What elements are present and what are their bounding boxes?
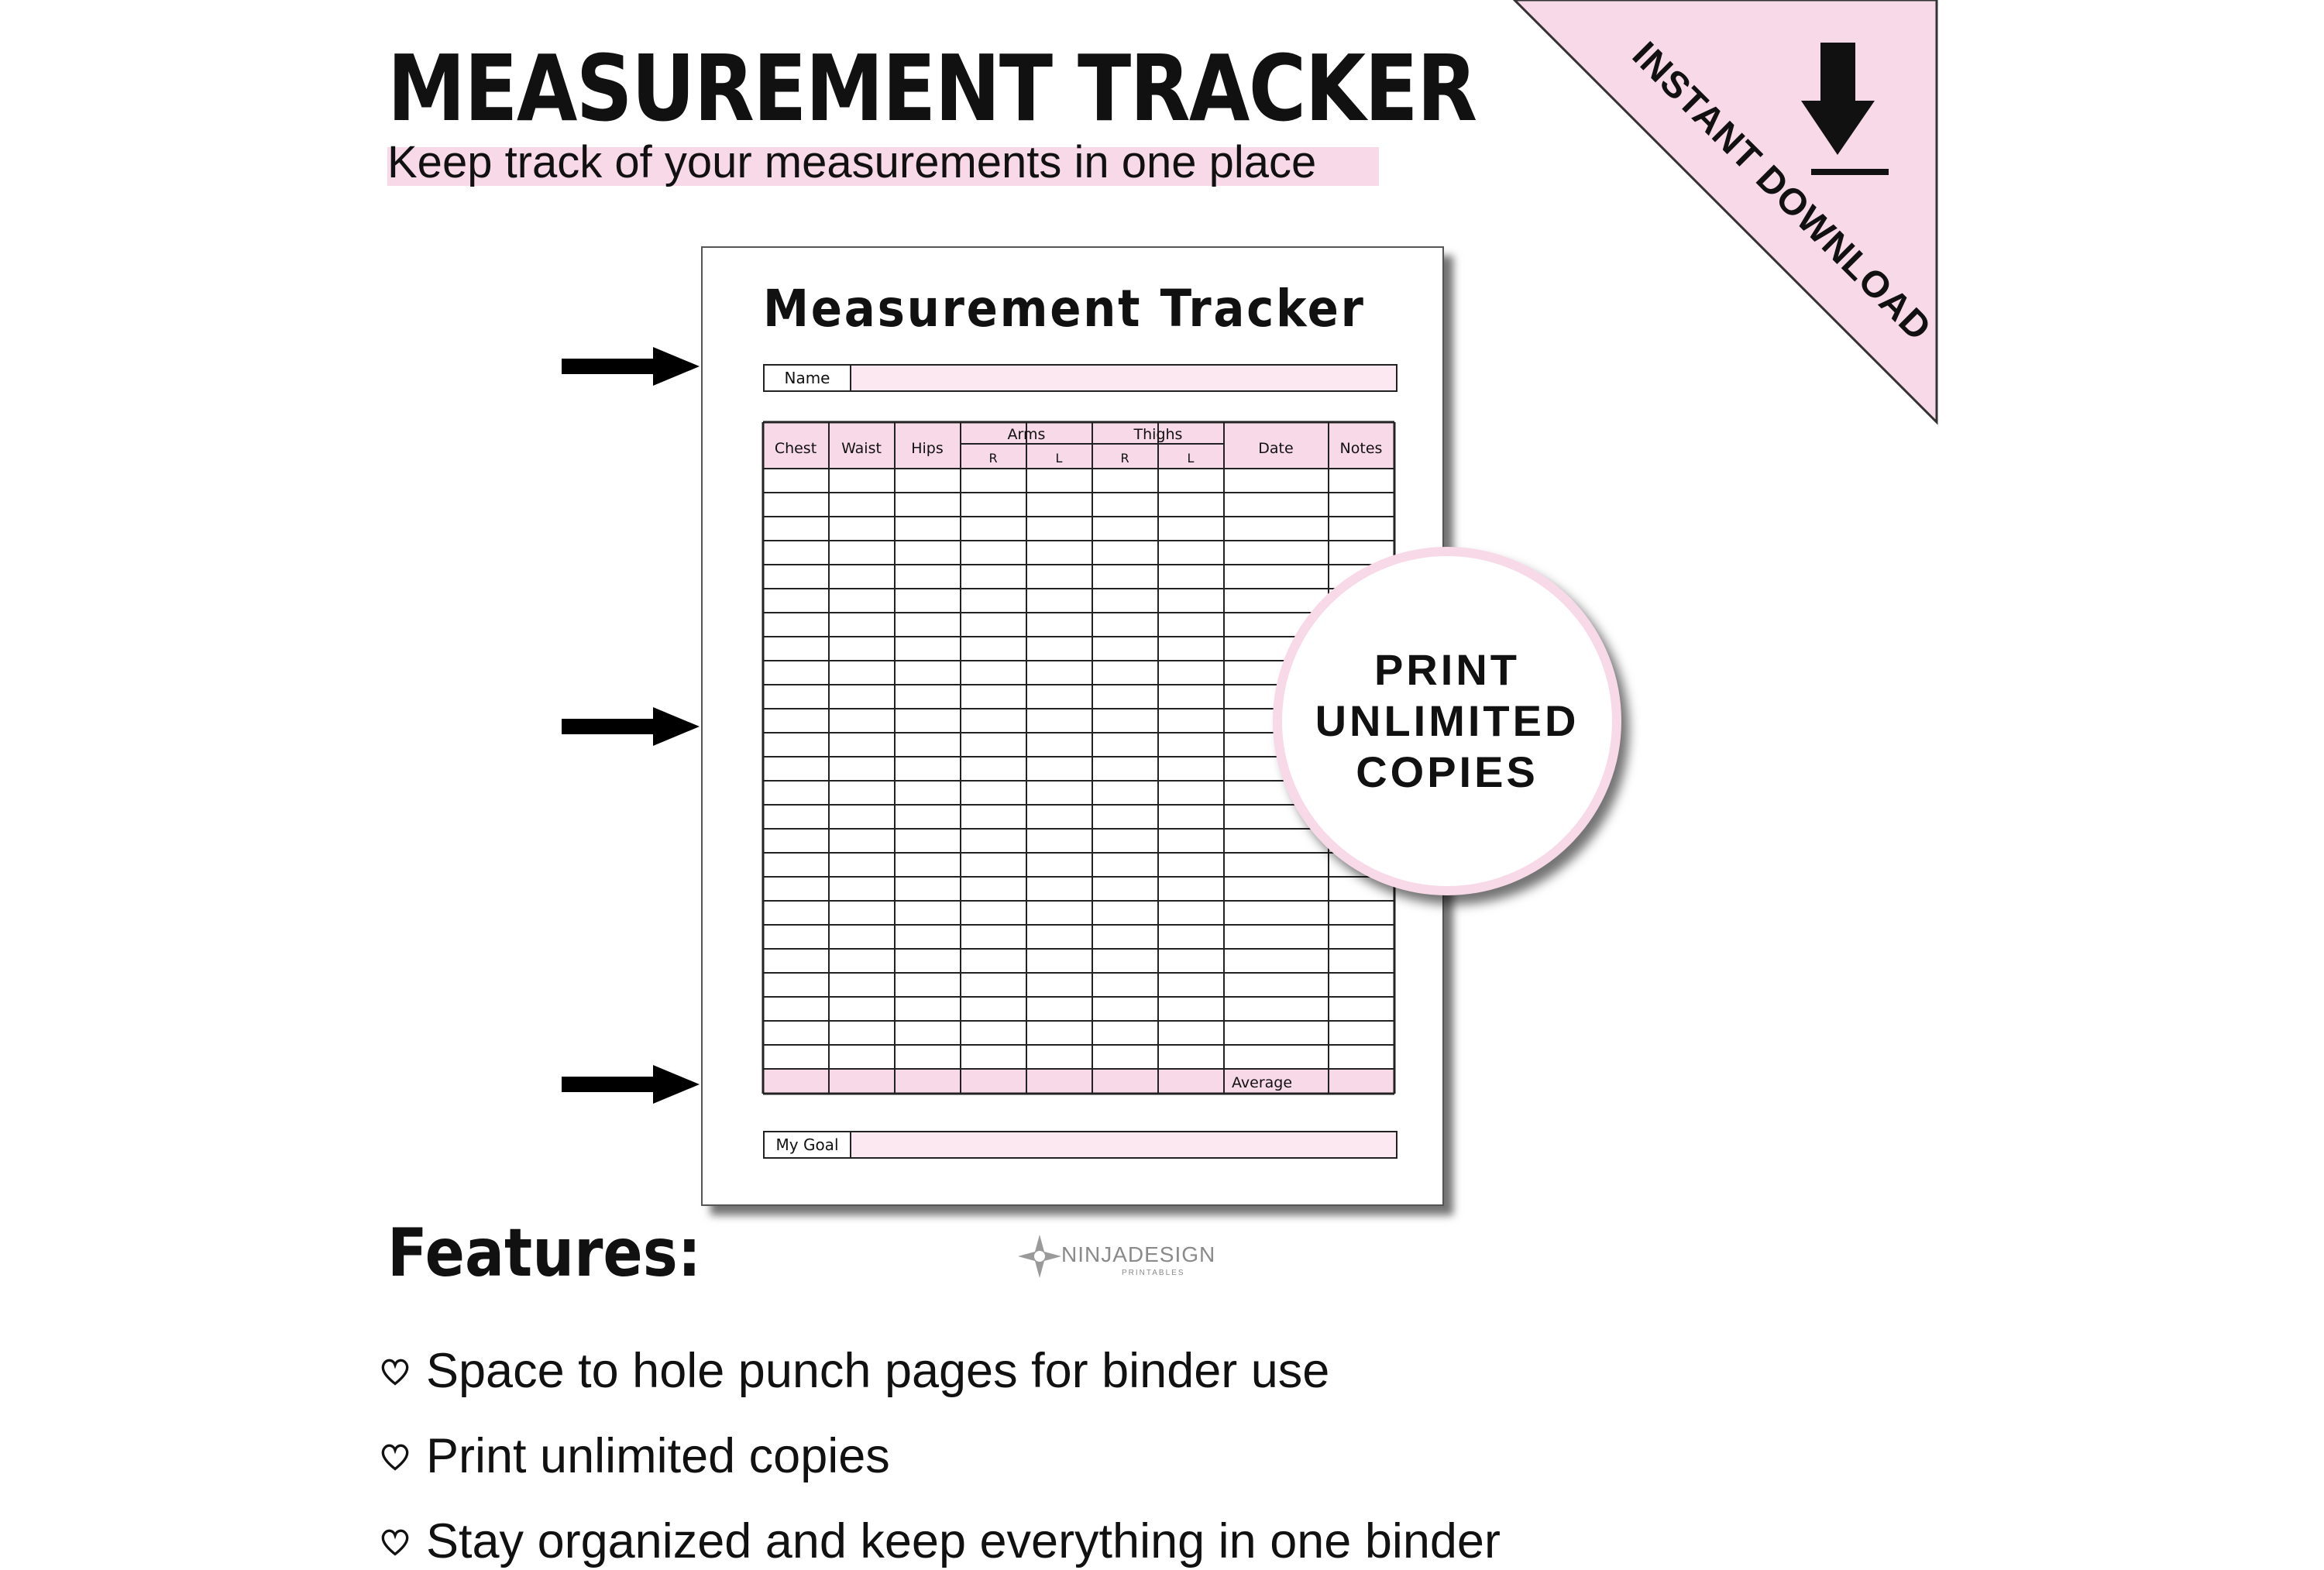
- heart-icon: [381, 1529, 409, 1556]
- feature-text: Stay organized and keep everything in on…: [426, 1514, 1501, 1568]
- badge-line: COPIES: [1356, 747, 1538, 796]
- column-header-arms: Arms: [1008, 426, 1046, 443]
- average-label-cell: [1226, 1070, 1328, 1092]
- badge-line: UNLIMITED: [1315, 696, 1580, 745]
- goal-label: My Goal: [765, 1132, 851, 1157]
- thighs-header-merge: [1093, 424, 1157, 444]
- heart-icon: [381, 1444, 409, 1471]
- page-title: MEASUREMENT TRACKER: [387, 35, 1477, 142]
- arms-header-merge: [961, 424, 1025, 444]
- column-header-date: Date: [1258, 440, 1293, 457]
- subcolumn-arms-right: R: [988, 451, 997, 466]
- print-unlimited-badge: PRINT UNLIMITED COPIES: [1273, 547, 1621, 895]
- page-subtitle: Keep track of your measurements in one p…: [387, 137, 1317, 187]
- feature-item: Space to hole punch pages for binder use: [378, 1344, 1329, 1398]
- column-header-chest: Chest: [775, 440, 816, 457]
- sheet-title: Measurement Tracker: [763, 279, 1366, 338]
- logo-subtext: PRINTABLES: [1122, 1269, 1185, 1277]
- features-heading: Features:: [387, 1214, 702, 1292]
- column-header-waist: Waist: [841, 440, 882, 457]
- ninja-star-logo-icon: [1018, 1235, 1061, 1278]
- name-field-row: Name: [763, 364, 1397, 392]
- name-label: Name: [765, 366, 851, 390]
- feature-item: Print unlimited copies: [378, 1429, 890, 1483]
- average-label: Average: [1232, 1074, 1292, 1091]
- feature-text: Print unlimited copies: [426, 1429, 890, 1483]
- subcolumn-thighs-right: R: [1120, 451, 1129, 466]
- subtitle-highlight: [387, 147, 1379, 186]
- subcolumn-thighs-left: L: [1188, 451, 1195, 466]
- column-header-thighs: Thighs: [1133, 426, 1183, 443]
- heart-icon: [381, 1359, 409, 1386]
- badge-line: PRINT: [1374, 645, 1520, 694]
- logo-text: NINJADESIGN: [1061, 1242, 1216, 1266]
- goal-field-row: My Goal: [763, 1131, 1397, 1159]
- feature-text: Space to hole punch pages for binder use: [426, 1344, 1330, 1398]
- feature-item: Stay organized and keep everything in on…: [378, 1514, 1501, 1568]
- subcolumn-arms-left: L: [1056, 451, 1063, 466]
- table-header-bg: [763, 422, 1394, 469]
- column-header-notes: Notes: [1340, 440, 1383, 457]
- column-header-hips: Hips: [911, 440, 944, 457]
